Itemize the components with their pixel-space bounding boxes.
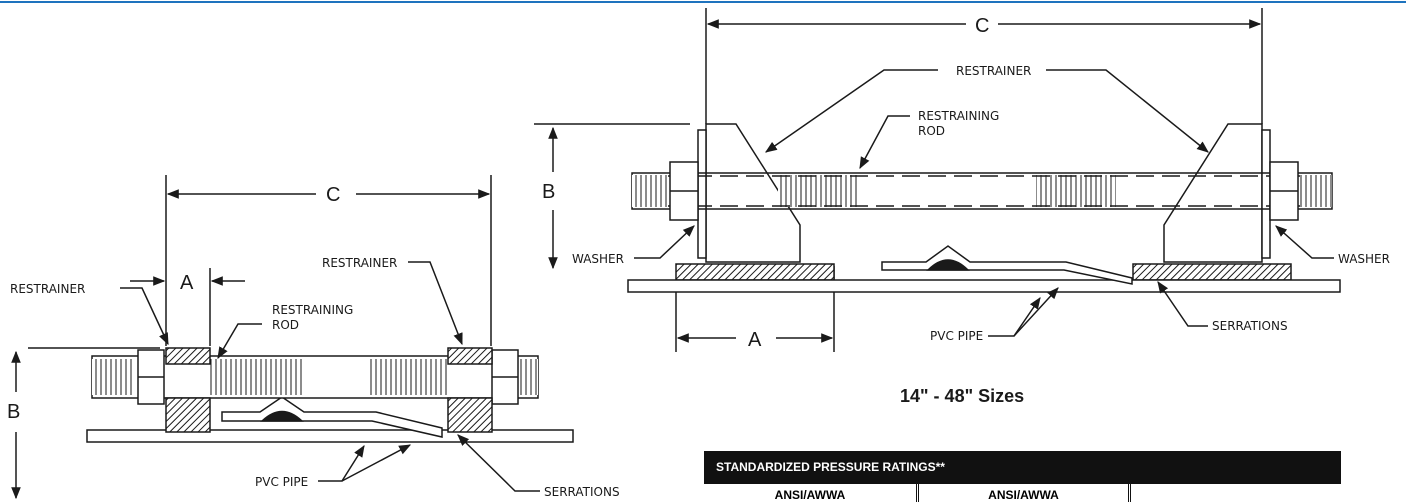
left-restrainer-bottom-left: [165, 397, 211, 433]
right-restrainer-right: [1163, 123, 1263, 263]
right-label-washer-right: WASHER: [1338, 252, 1390, 266]
ratings-col-3: [1128, 484, 1341, 502]
left-restrainer-top-left: [165, 347, 211, 365]
left-label-restrainer-left: RESTRAINER: [10, 282, 85, 296]
right-gasket: [926, 259, 970, 271]
right-pvc-pipe: [627, 279, 1341, 293]
right-pipe-bell: [881, 245, 1133, 285]
ratings-col-1: ANSI/AWWA: [774, 488, 846, 502]
left-label-pvc-pipe: PVC PIPE: [255, 475, 308, 489]
right-washer-left: [697, 129, 707, 259]
left-dim-c-label: C: [326, 184, 340, 206]
right-serrations-right: [1132, 263, 1292, 281]
right-drawing: [534, 8, 1341, 352]
pressure-ratings-table: STANDARDIZED PRESSURE RATINGS** ANSI/AWW…: [704, 451, 1341, 502]
right-serrations-left: [675, 263, 835, 281]
right-label-restrainer: RESTRAINER: [956, 64, 1031, 78]
left-pvc-pipe: [86, 429, 574, 443]
pressure-ratings-header: STANDARDIZED PRESSURE RATINGS**: [704, 451, 1341, 484]
left-gasket: [260, 410, 304, 422]
right-caption-sizes: 14" - 48" Sizes: [900, 386, 1024, 406]
right-dim-b-label: B: [542, 181, 555, 203]
right-label-rod-line2: ROD: [918, 124, 945, 138]
right-washer-right: [1261, 129, 1271, 259]
left-dim-b-label: B: [7, 401, 20, 423]
right-label-serrations: SERRATIONS: [1212, 319, 1288, 333]
right-label-pvc-pipe: PVC PIPE: [930, 329, 983, 343]
right-dim-a-label: A: [748, 329, 762, 351]
left-label-rod-line2: ROD: [272, 318, 299, 332]
right-dim-c-label: C: [975, 15, 989, 37]
ratings-col-2: ANSI/AWWA: [916, 484, 1128, 502]
left-label-restrainer-right: RESTRAINER: [322, 256, 397, 270]
left-label-rod-line1: RESTRAINING: [272, 303, 353, 317]
left-restrainer-bottom-right: [447, 397, 493, 433]
left-drawing: [11, 175, 574, 500]
left-label-serrations: SERRATIONS: [544, 485, 620, 499]
right-label-washer-left: WASHER: [572, 252, 624, 266]
right-label-rod-line1: RESTRAINING: [918, 109, 999, 123]
left-dim-a-label: A: [180, 272, 194, 294]
pressure-ratings-columns: ANSI/AWWA ANSI/AWWA: [704, 484, 1341, 502]
left-restrainer-top-right: [447, 347, 493, 365]
